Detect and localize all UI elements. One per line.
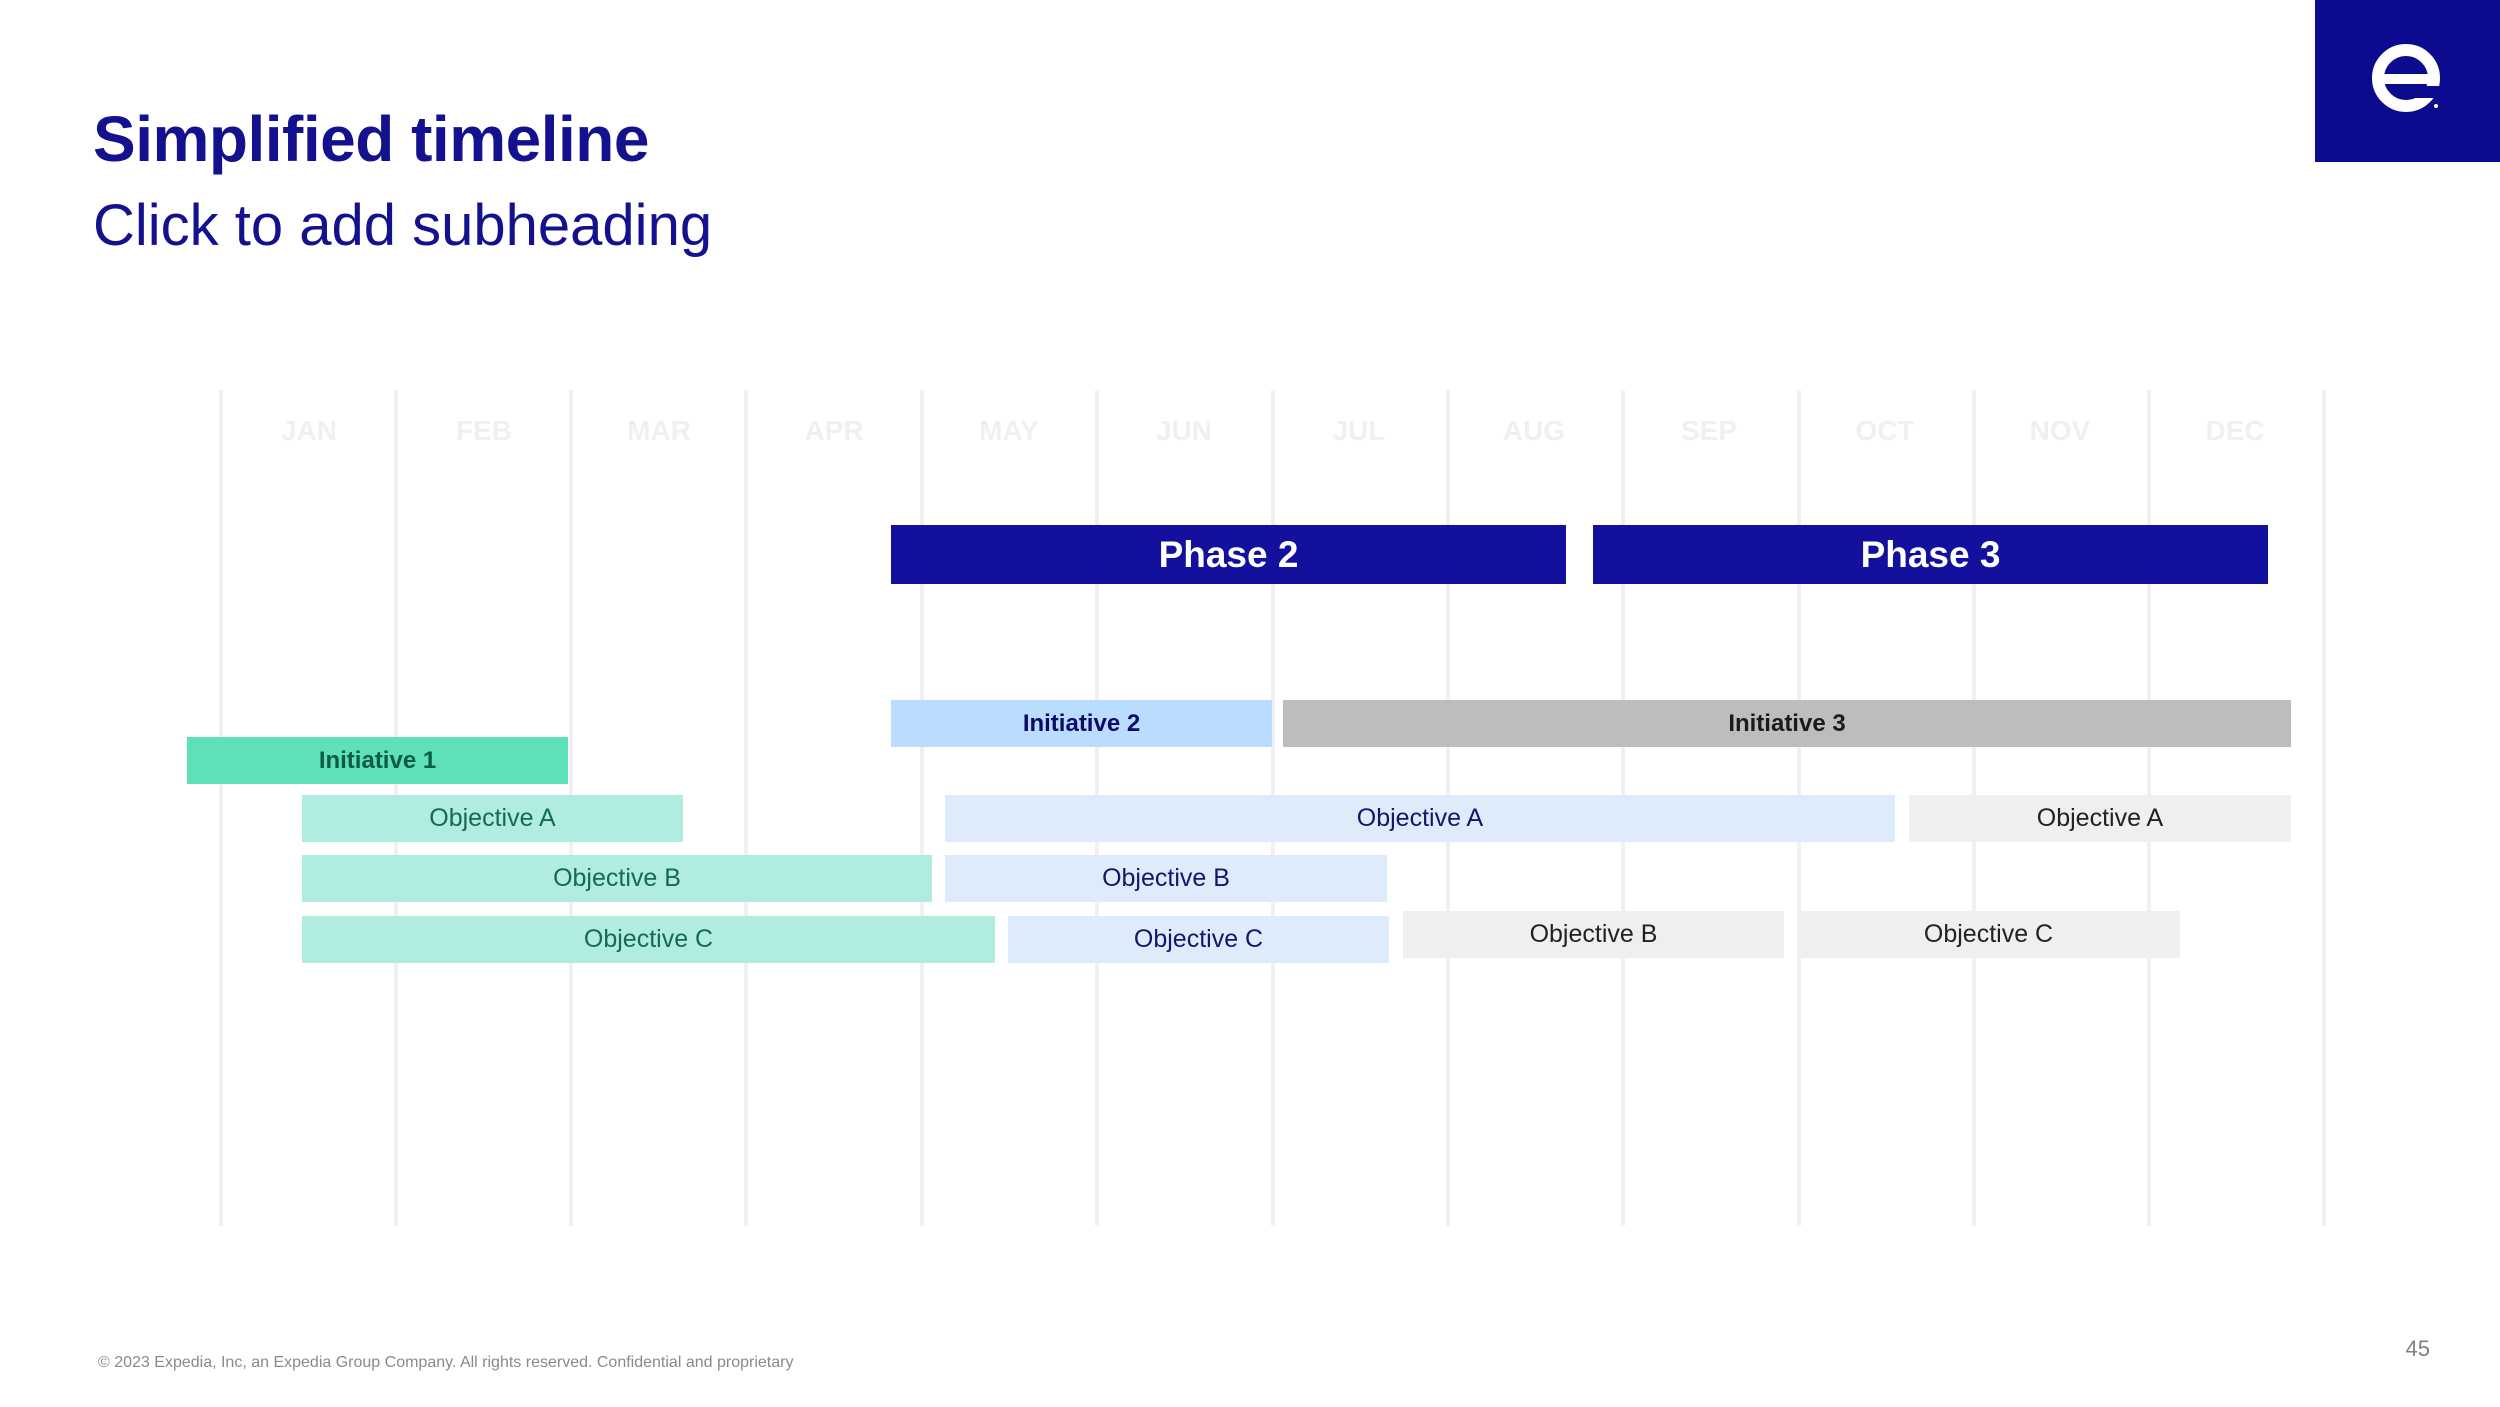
month-label: JUL [1332,415,1386,446]
initiative-3-objective-c[interactable]: Objective C [1797,911,2180,958]
initiative-2-bar[interactable]: Initiative 2 [891,700,1272,747]
page-title: Simplified timeline [93,103,649,175]
initiative-1-bar[interactable]: Initiative 1 [187,737,568,784]
grid-line [920,390,924,1226]
phase-3-bar[interactable]: Phase 3 [1593,525,2268,584]
initiative-1-objective-c[interactable]: Objective C [302,916,995,963]
grid-line [2322,390,2326,1226]
month-label: DEC [2205,415,2265,446]
initiative-1-objective-a[interactable]: Objective A [302,795,683,842]
initiative-3-bar[interactable]: Initiative 3 [1283,700,2291,747]
month-label: JUN [1155,415,1212,446]
page-number: 45 [2405,1336,2430,1361]
brand-logo [2315,0,2500,162]
copyright-notice: © 2023 Expedia, Inc, an Expedia Group Co… [98,1354,794,1371]
initiative-3-objective-b[interactable]: Objective B [1403,911,1784,958]
month-label: FEB [456,415,512,446]
month-label: MAY [979,415,1039,446]
initiative-2-objective-a[interactable]: Objective A [945,795,1895,842]
month-label: MAR [627,415,691,446]
page-subtitle[interactable]: Click to add subheading [93,193,713,258]
month-label: APR [804,415,864,446]
month-label: AUG [1502,415,1566,446]
grid-line [219,390,223,1226]
month-label: SEP [1680,415,1738,446]
initiative-1-objective-b[interactable]: Objective B [302,855,932,902]
month-label: NOV [2029,415,2091,446]
phase-2-bar[interactable]: Phase 2 [891,525,1566,584]
expedia-e-icon [2372,44,2442,112]
initiative-2-objective-c[interactable]: Objective C [1008,916,1389,963]
month-label: OCT [1855,415,1915,446]
initiative-3-objective-a[interactable]: Objective A [1909,795,2291,842]
grid-line [744,390,748,1226]
month-label: JAN [280,415,337,446]
initiative-2-objective-b[interactable]: Objective B [945,855,1387,902]
